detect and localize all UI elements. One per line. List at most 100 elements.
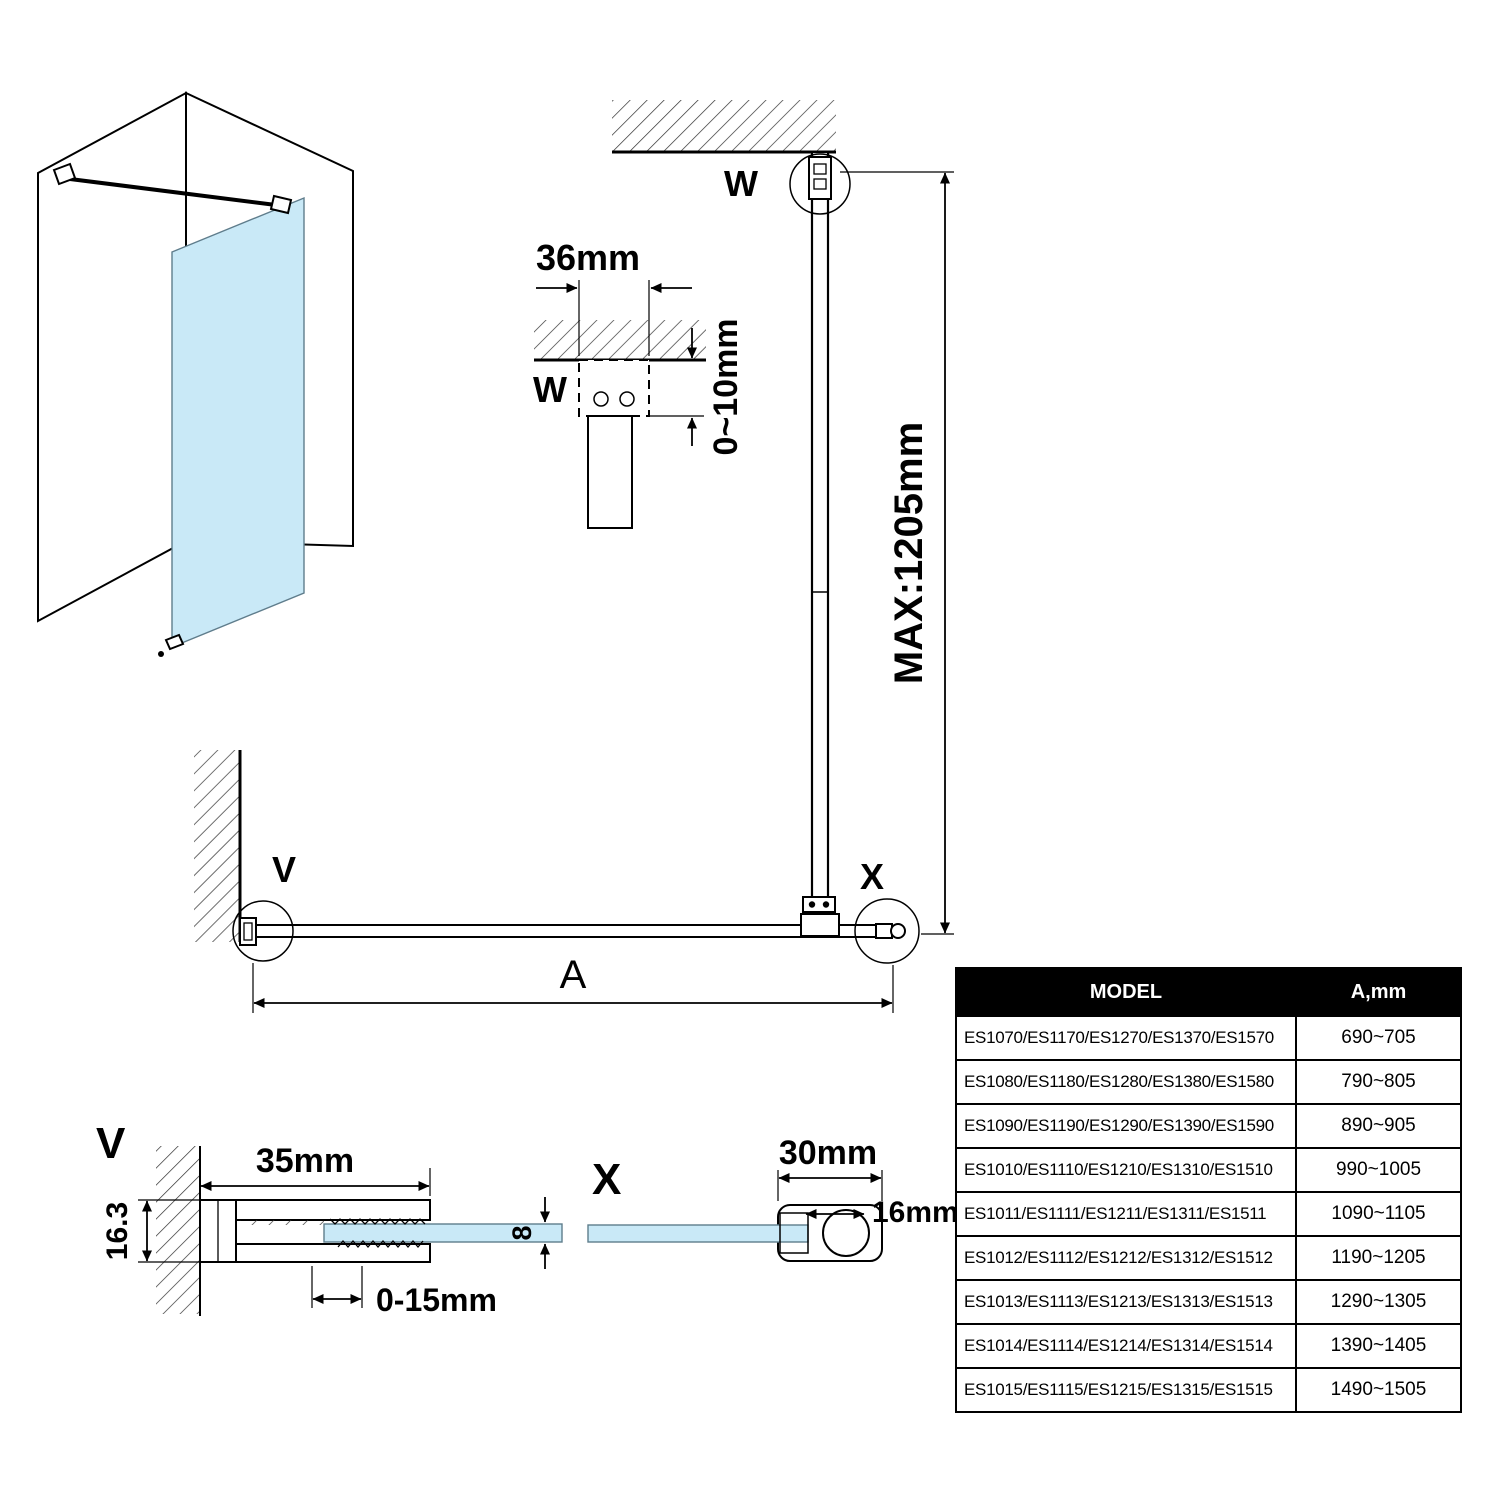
dim-max-label: MAX:1205mm <box>887 422 931 684</box>
dim-16mm: 16mm <box>805 1196 959 1229</box>
dim-35mm-label: 35mm <box>256 1142 354 1180</box>
table-cell-a: 1490~1505 <box>1295 1367 1462 1413</box>
glass-section-v <box>323 1223 563 1243</box>
glass-clamp <box>800 913 840 937</box>
dim-16-3-label: 16.3 <box>101 1202 134 1260</box>
glass-foot-iso <box>164 633 185 651</box>
dim-16-3: 16.3 <box>101 1199 200 1263</box>
table-cell-model: ES1012/ES1112/ES1212/ES1312/ES1512 <box>955 1235 1297 1281</box>
table-row: ES1011/ES1111/ES1211/ES1311/ES1511 1090~… <box>955 1191 1462 1237</box>
wall-profile-end <box>239 917 257 946</box>
table-cell-a: 1090~1105 <box>1295 1191 1462 1237</box>
table-cell-model: ES1070/ES1170/ES1270/ES1370/ES1570 <box>955 1015 1297 1061</box>
bar-hinge <box>802 896 836 913</box>
table-row: ES1015/ES1115/ES1215/ES1315/ES1515 1490~… <box>955 1367 1462 1413</box>
ceiling-bracket <box>808 156 832 200</box>
wall-profile-inner <box>243 922 253 941</box>
label-v-detail: V <box>96 1119 126 1168</box>
ceiling-bracket-slot-1 <box>813 163 827 175</box>
support-bar <box>810 150 830 906</box>
bracket-screw-1 <box>593 391 609 407</box>
dim-36mm-label: 36mm <box>536 237 640 278</box>
dim-0-10mm-label: 0~10mm <box>707 318 745 455</box>
table-cell-model: ES1080/ES1180/ES1280/ES1380/ES1580 <box>955 1059 1297 1105</box>
wall-hatch <box>194 750 240 942</box>
label-x-detail: X <box>592 1155 621 1204</box>
detail-circle-w <box>789 153 851 215</box>
table-cell-a: 1390~1405 <box>1295 1323 1462 1369</box>
table-cell-model: ES1011/ES1111/ES1211/ES1311/ES1511 <box>955 1191 1297 1237</box>
table-cell-a: 1290~1305 <box>1295 1279 1462 1325</box>
label-v-elevation: V <box>272 849 296 890</box>
support-bar-iso <box>61 176 285 208</box>
profile-gasket-hatch <box>240 1220 324 1225</box>
glass-clamp-iso <box>269 194 293 215</box>
gasket-serration-bottom <box>337 1239 424 1249</box>
label-x-elevation: X <box>860 856 884 897</box>
end-cap <box>875 923 893 939</box>
table-cell-a: 690~705 <box>1295 1015 1462 1061</box>
label-w-elevation: W <box>724 163 758 204</box>
dim-16mm-label: 16mm <box>872 1196 959 1229</box>
detail-circle-x <box>854 898 920 964</box>
dim-35mm: 35mm <box>200 1142 431 1196</box>
table-row: ES1070/ES1170/ES1270/ES1370/ES1570 690~7… <box>955 1015 1462 1061</box>
dim-36mm: 36mm <box>536 237 692 356</box>
isometric-view <box>37 91 354 657</box>
detail-x: X 30mm 16mm <box>587 1134 959 1262</box>
end-knob <box>890 923 906 939</box>
table-header-model: MODEL <box>955 967 1297 1017</box>
bar-clamp-outline <box>779 1212 809 1254</box>
dim-30mm: 30mm <box>777 1134 883 1201</box>
wall-hatch-v <box>156 1146 200 1314</box>
table-row: ES1014/ES1114/ES1214/ES1314/ES1514 1390~… <box>955 1323 1462 1369</box>
wall-anchor-iso <box>52 162 77 186</box>
table-cell-model: ES1090/ES1190/ES1290/ES1390/ES1590 <box>955 1103 1297 1149</box>
table-header-row: MODEL A,mm <box>955 967 1462 1017</box>
label-w-detail: W <box>533 369 567 410</box>
table-cell-model: ES1013/ES1113/ES1213/ES1313/ES1513 <box>955 1279 1297 1325</box>
dim-0-15mm-label: 0-15mm <box>376 1282 497 1318</box>
hinge-screw-2 <box>822 901 830 908</box>
detail-w: 36mm 0~10mm W <box>533 237 745 529</box>
detail-circle-v <box>232 900 294 962</box>
table-row: ES1010/ES1110/ES1210/ES1310/ES1510 990~1… <box>955 1147 1462 1193</box>
dim-a-label: A <box>560 953 587 997</box>
table-cell-a: 790~805 <box>1295 1059 1462 1105</box>
model-table: MODEL A,mm ES1070/ES1170/ES1270/ES1370/E… <box>955 967 1462 1413</box>
table-row: ES1013/ES1113/ES1213/ES1313/ES1513 1290~… <box>955 1279 1462 1325</box>
bracket-bar <box>587 415 633 529</box>
ceiling-hatch <box>612 100 836 152</box>
hinge-screw-1 <box>808 901 816 908</box>
table-cell-model: ES1010/ES1110/ES1210/ES1310/ES1510 <box>955 1147 1297 1193</box>
bracket-screw-2 <box>619 391 635 407</box>
profile-top-arm <box>235 1199 431 1221</box>
table-header-a: A,mm <box>1295 967 1462 1017</box>
dim-a: A <box>252 953 894 1013</box>
elevation-view: W V X MAX:1205mm A <box>194 100 954 1013</box>
detail-v: V 16.3 35mm 0-15mm <box>96 1119 563 1318</box>
dim-0-10mm: 0~10mm <box>649 318 745 456</box>
dim-max-1205: MAX:1205mm <box>840 171 954 935</box>
bracket-plate <box>578 359 650 417</box>
glass-section-x <box>587 1224 809 1243</box>
table-cell-model: ES1015/ES1115/ES1215/ES1315/ES1515 <box>955 1367 1297 1413</box>
glass-panel-iso <box>171 196 305 649</box>
dim-30mm-label: 30mm <box>779 1134 877 1172</box>
model-table-body: ES1070/ES1170/ES1270/ES1370/ES1570 690~7… <box>955 1015 1462 1413</box>
table-cell-a: 890~905 <box>1295 1103 1462 1149</box>
profile-bottom-arm <box>235 1243 431 1263</box>
ceiling-hatch-w <box>534 320 706 360</box>
dim-8-label: 8 <box>507 1225 537 1240</box>
gasket-serration-top <box>329 1218 426 1225</box>
table-row: ES1080/ES1180/ES1280/ES1380/ES1580 790~8… <box>955 1059 1462 1105</box>
table-row: ES1012/ES1112/ES1212/ES1312/ES1512 1190~… <box>955 1235 1462 1281</box>
floor-dot-iso <box>158 651 164 657</box>
dim-8: 8 <box>507 1197 550 1269</box>
table-cell-model: ES1014/ES1114/ES1214/ES1314/ES1514 <box>955 1323 1297 1369</box>
table-row: ES1090/ES1190/ES1290/ES1390/ES1590 890~9… <box>955 1103 1462 1149</box>
table-cell-a: 990~1005 <box>1295 1147 1462 1193</box>
table-cell-a: 1190~1205 <box>1295 1235 1462 1281</box>
